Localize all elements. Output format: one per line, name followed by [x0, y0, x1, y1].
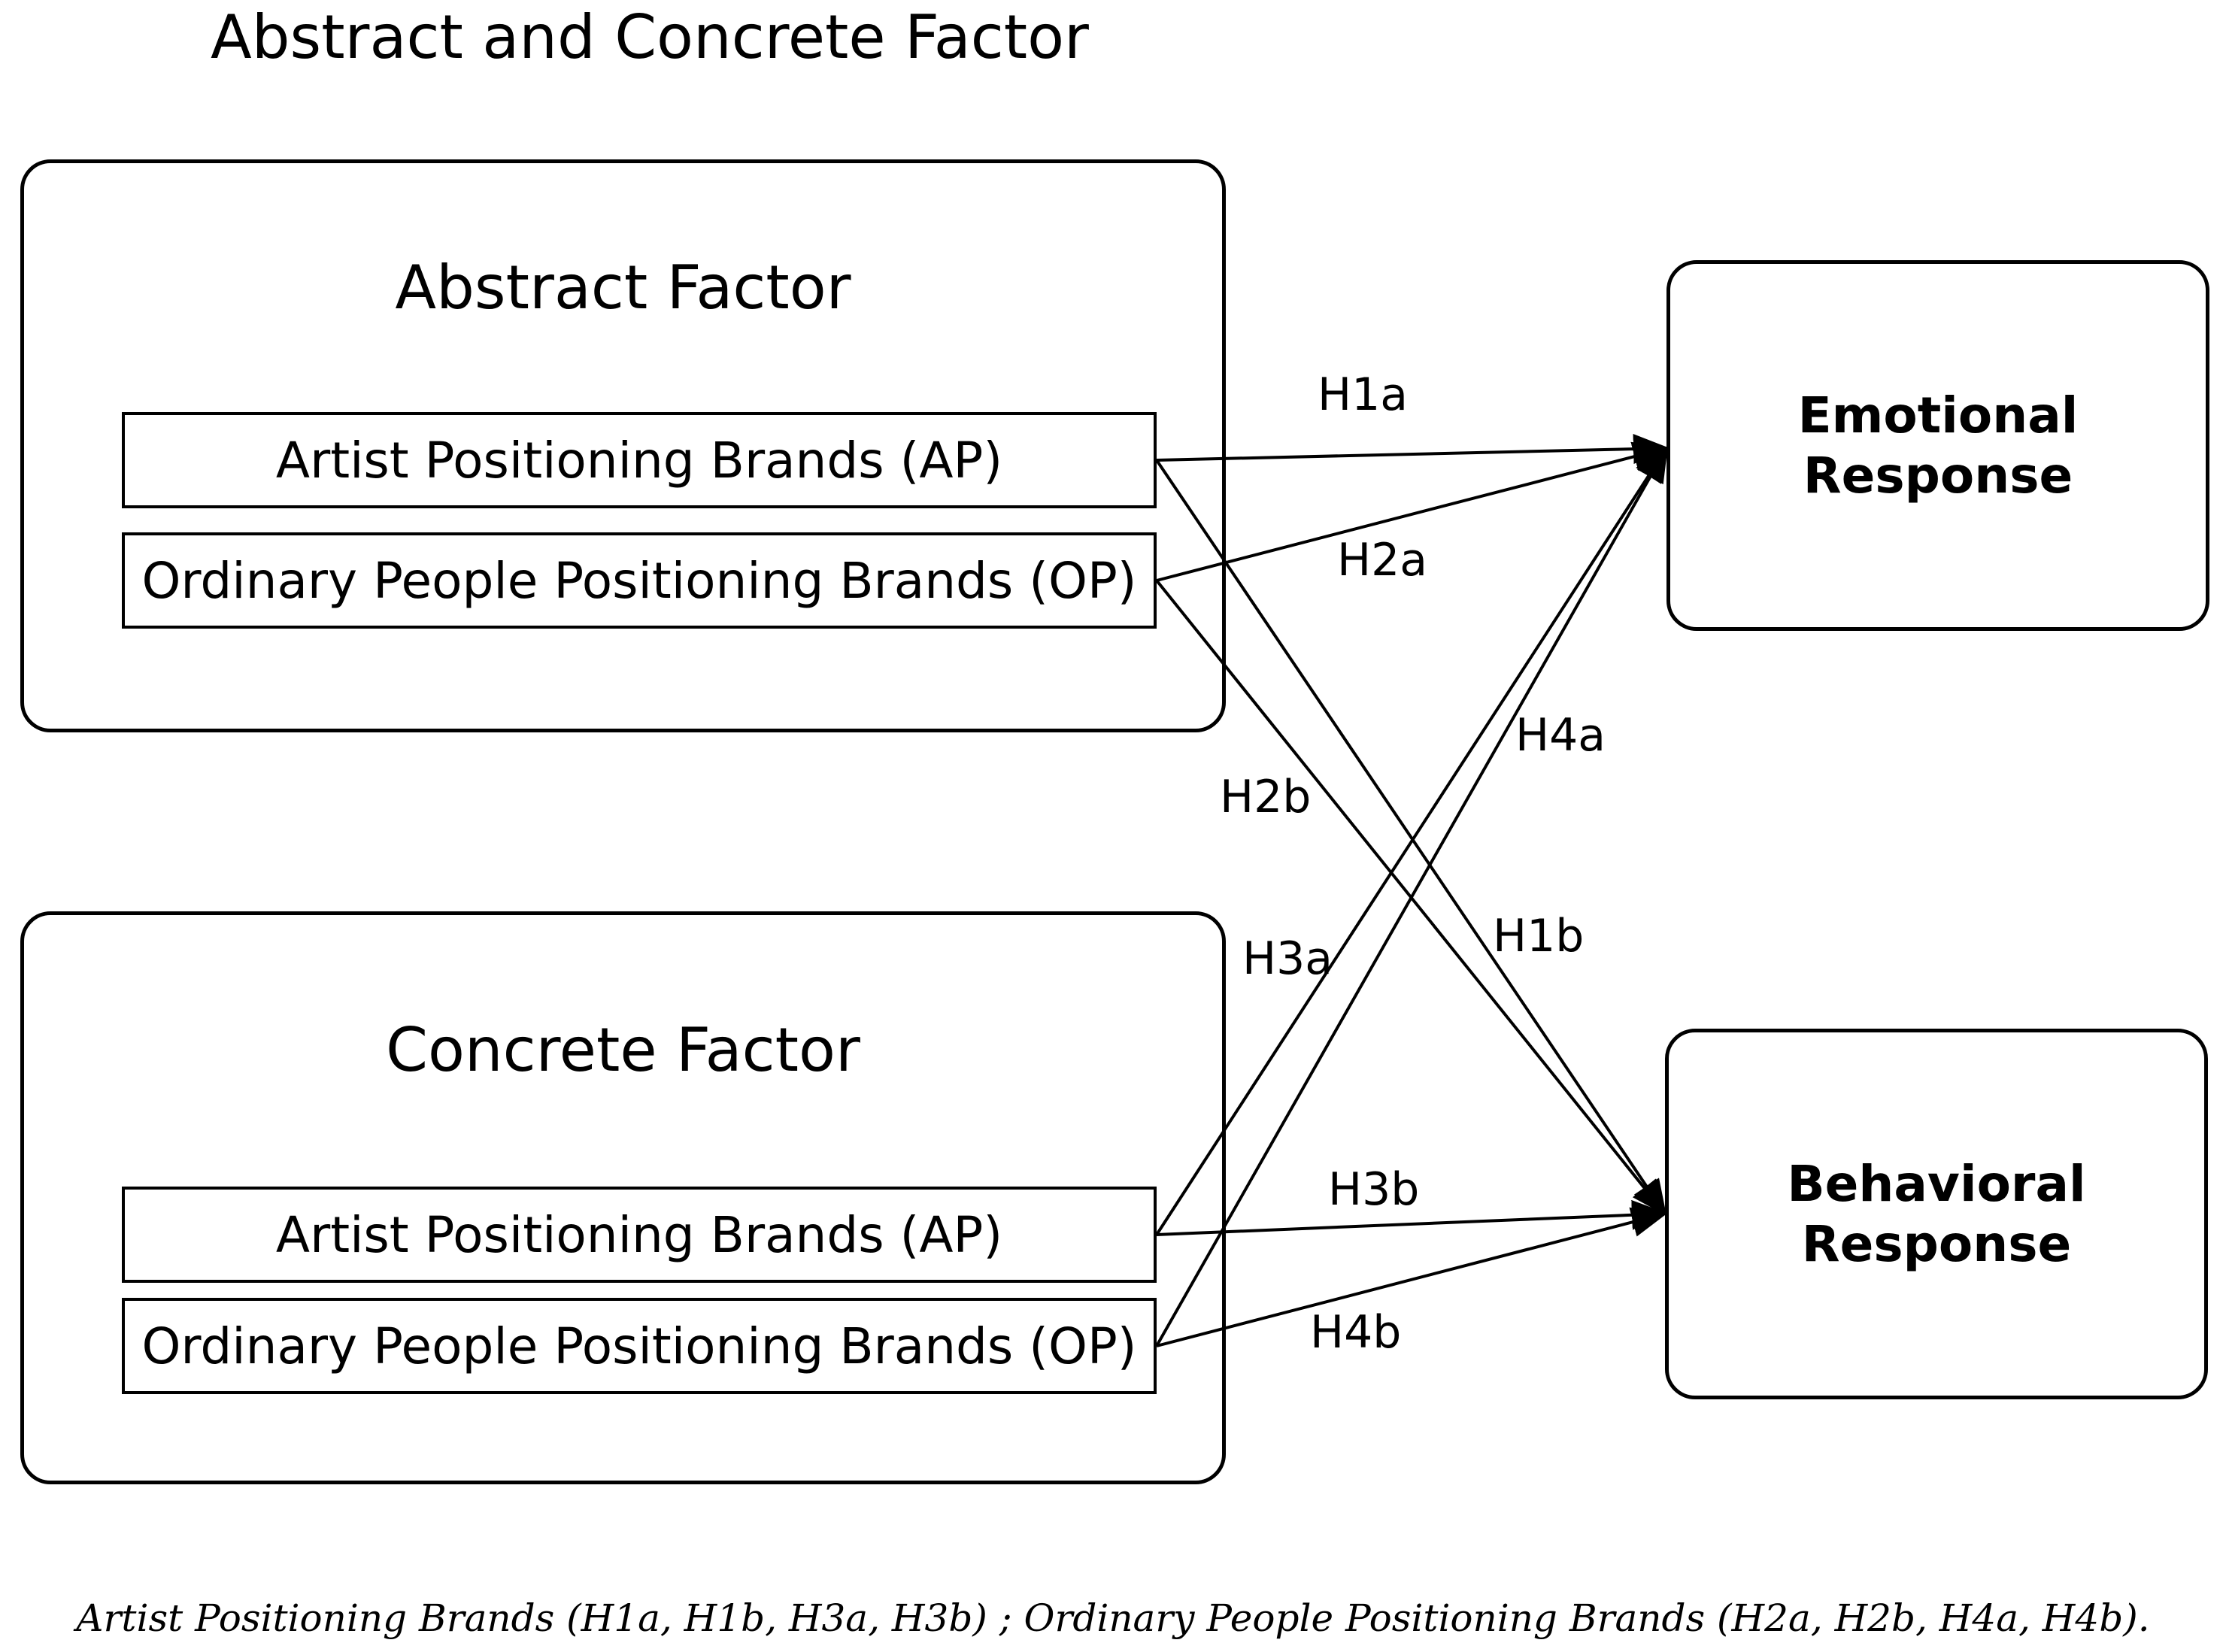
abstract-ap-label: Artist Positioning Brands (AP): [275, 431, 1003, 490]
figure-caption: Artist Positioning Brands (H1a, H1b, H3a…: [76, 1596, 2150, 1640]
hypothesis-label-h3a: H3a: [1242, 932, 1333, 985]
behavioral-response-line2: Response: [1801, 1214, 2072, 1273]
concrete-ap-box: Artist Positioning Brands (AP): [122, 1187, 1157, 1283]
hypothesis-label-h4a: H4a: [1515, 709, 1606, 762]
abstract-op-box: Ordinary People Positioning Brands (OP): [122, 532, 1157, 629]
emotional-response-line2: Response: [1803, 446, 2073, 505]
behavioral-response-line1: Behavioral: [1787, 1154, 2086, 1213]
arrow-h3b: [1156, 1199, 1668, 1236]
diagram-title: Abstract and Concrete Factor: [211, 2, 1089, 72]
emotional-response-line1: Emotional: [1797, 386, 2079, 444]
behavioral-response-box: Behavioral Response: [1665, 1029, 2208, 1399]
arrow-h1a: [1156, 434, 1670, 465]
concrete-op-label: Ordinary People Positioning Brands (OP): [141, 1317, 1137, 1375]
emotional-response-box: Emotional Response: [1666, 260, 2209, 631]
concrete-op-box: Ordinary People Positioning Brands (OP): [122, 1298, 1157, 1394]
hypothesis-label-h1b: H1b: [1493, 910, 1584, 962]
arrow-h3a: [1155, 445, 1669, 1236]
hypothesis-label-h2a: H2a: [1337, 534, 1427, 587]
hypothesis-label-h4b: H4b: [1310, 1306, 1401, 1359]
hypothesis-label-h2b: H2b: [1220, 771, 1311, 823]
arrow-h4b: [1156, 1207, 1668, 1347]
abstract-op-label: Ordinary People Positioning Brands (OP): [141, 551, 1137, 610]
arrow-h2a: [1156, 441, 1670, 582]
hypothesis-label-h1a: H1a: [1318, 368, 1408, 421]
concrete-factor-label: Concrete Factor: [386, 1015, 860, 1085]
abstract-ap-box: Artist Positioning Brands (AP): [122, 412, 1157, 508]
arrow-h4a: [1155, 445, 1668, 1347]
arrow-h1b: [1155, 459, 1667, 1217]
abstract-factor-label: Abstract Factor: [395, 253, 851, 323]
concrete-ap-label: Artist Positioning Brands (AP): [275, 1205, 1003, 1264]
hypothesis-label-h3b: H3b: [1328, 1163, 1419, 1216]
